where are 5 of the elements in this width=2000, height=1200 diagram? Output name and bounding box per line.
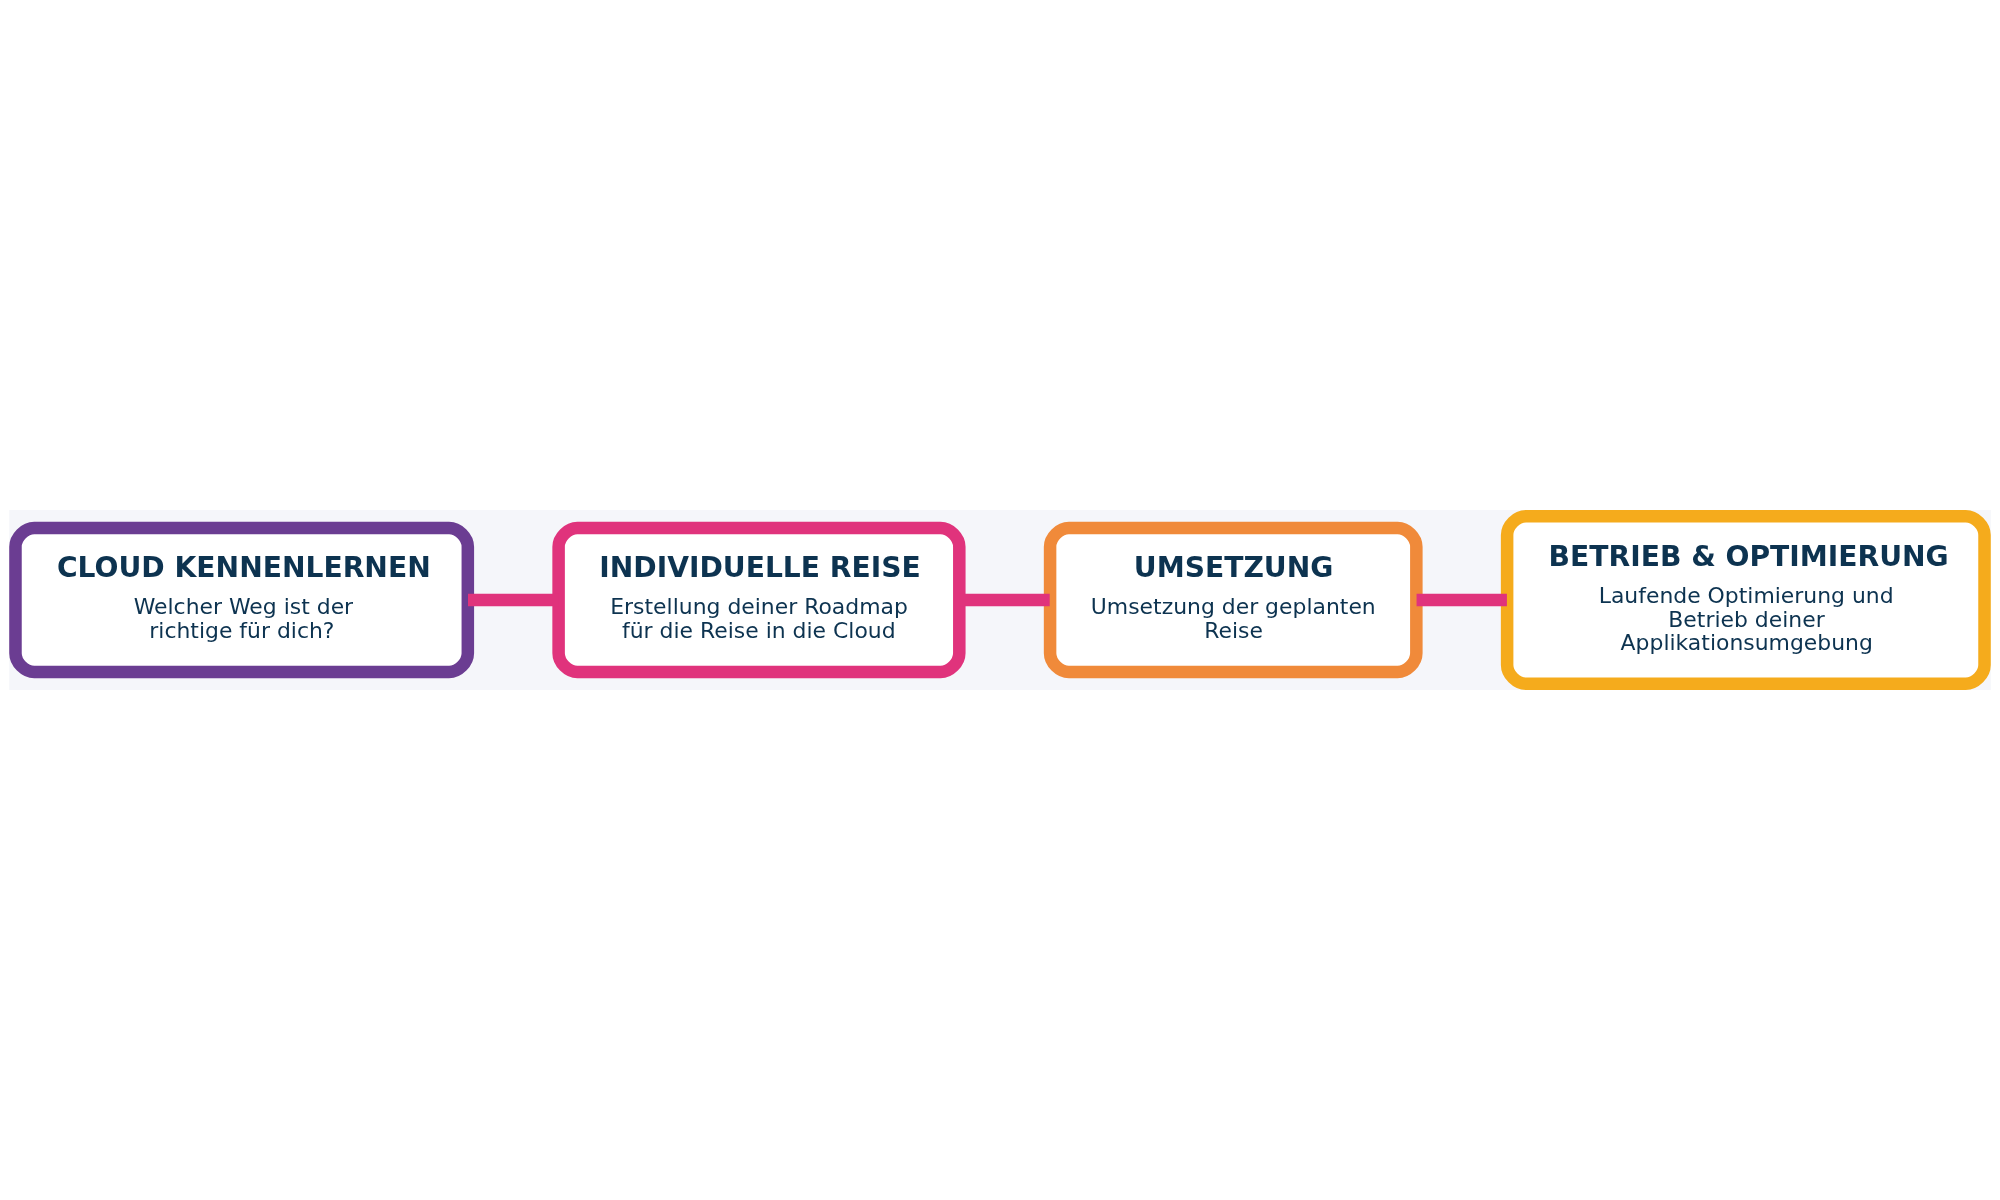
- node-box: CLOUD KENNENLERNEN Welcher Weg ist der richtige für dich?: [9, 521, 475, 679]
- connector: [1416, 593, 1507, 607]
- node-box: INDIVIDUELLE REISE Erstellung deiner Roadmap für die Reise in die Cloud: [552, 521, 966, 679]
- node-box: BETRIEB & OPTIMIERUNG Laufende Optimierung und Betrieb deiner Applikationsumgebung: [1500, 510, 1991, 690]
- node-box: UMSETZUNG Umsetzung der geplanten Reise: [1043, 521, 1423, 679]
